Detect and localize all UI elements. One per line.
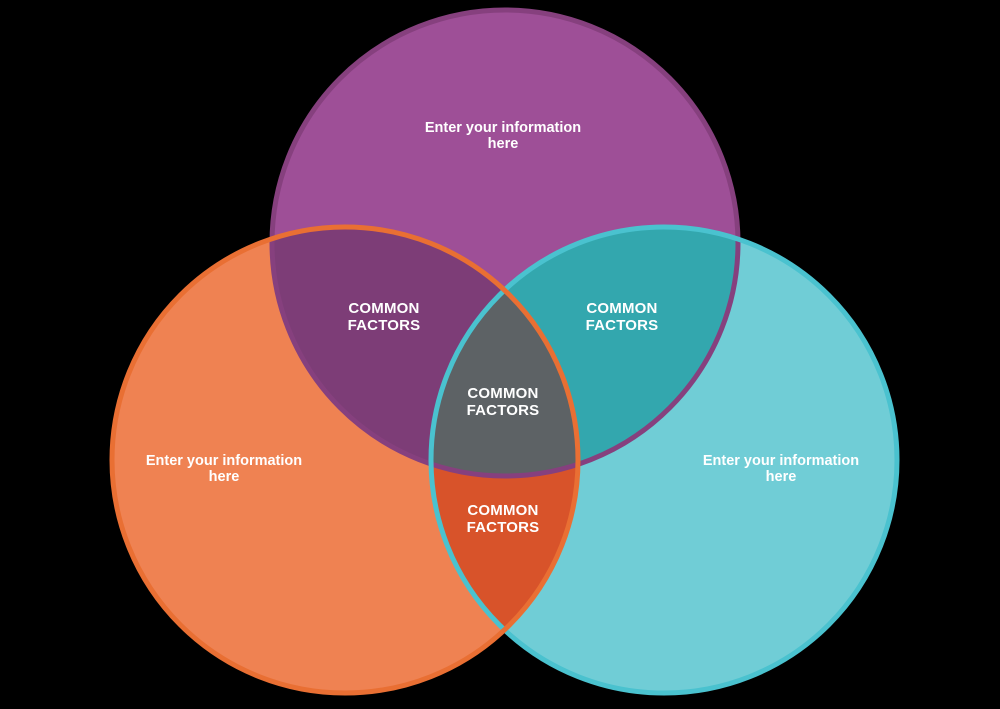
overlap-center-label[interactable]: COMMON FACTORS	[466, 385, 540, 419]
overlap-purple-orange-label[interactable]: COMMON FACTORS	[347, 300, 421, 334]
venn-circle-left-outline	[109, 224, 581, 696]
venn-circle-right-outline	[428, 224, 900, 696]
circle-top-label[interactable]: Enter your information here	[424, 119, 582, 152]
circle-left-label[interactable]: Enter your information here	[145, 452, 303, 485]
venn-circle-top-outline	[269, 7, 741, 479]
overlap-orange-teal-label[interactable]: COMMON FACTORS	[466, 502, 540, 536]
circle-right-label[interactable]: Enter your information here	[702, 452, 860, 485]
overlap-purple-teal-label[interactable]: COMMON FACTORS	[585, 300, 659, 334]
